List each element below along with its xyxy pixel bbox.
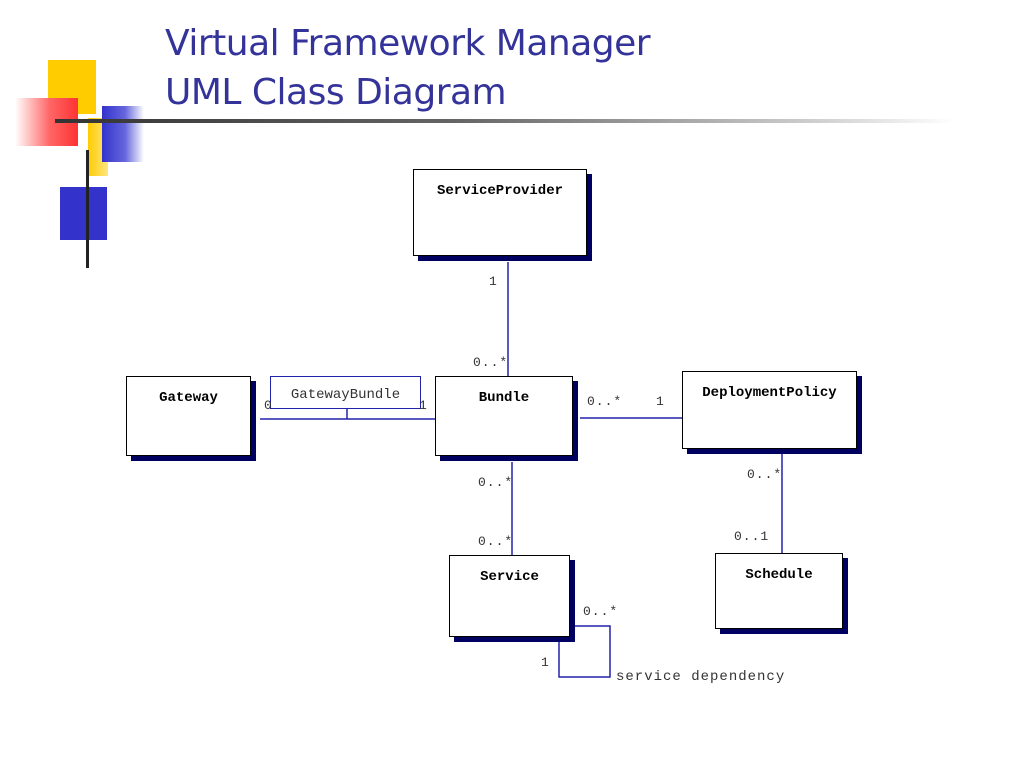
multiplicity-bundle-policy-end: 0..* bbox=[587, 394, 623, 409]
class-schedule[interactable]: Schedule bbox=[715, 553, 843, 629]
title-rule bbox=[55, 119, 955, 123]
decor-vertical-line bbox=[86, 150, 89, 268]
class-name: Service bbox=[480, 569, 539, 585]
multiplicity-policy-end: 1 bbox=[656, 394, 665, 409]
self-association-label: service dependency bbox=[616, 669, 786, 685]
multiplicity-bundle-service-end: 0..* bbox=[478, 475, 514, 490]
class-name: Bundle bbox=[478, 390, 530, 406]
multiplicity-dependency-in: 1 bbox=[541, 655, 550, 670]
class-name: DeploymentPolicy bbox=[702, 385, 837, 401]
multiplicity-dependency-out: 0..* bbox=[583, 604, 619, 619]
slide-subtitle: UML Class Diagram bbox=[165, 72, 507, 113]
class-deploymentpolicy[interactable]: DeploymentPolicy bbox=[682, 371, 857, 449]
multiplicity-policy-schedule-end: 0..* bbox=[747, 467, 783, 482]
service-dependency-loop bbox=[558, 625, 611, 678]
decor-blue-square bbox=[60, 187, 107, 240]
association-class-gatewaybundle[interactable]: GatewayBundle bbox=[270, 376, 421, 409]
class-gateway[interactable]: Gateway bbox=[126, 376, 251, 456]
class-name: ServiceProvider bbox=[436, 183, 564, 199]
multiplicity-schedule-end: 0..1 bbox=[734, 529, 770, 544]
decor-blue-gradient-square bbox=[102, 106, 144, 162]
class-name: Schedule bbox=[745, 567, 813, 583]
class-serviceprovider[interactable]: ServiceProvider bbox=[413, 169, 587, 256]
multiplicity-provider-bundle-end: 0..* bbox=[473, 355, 509, 370]
class-service[interactable]: Service bbox=[449, 555, 570, 637]
slide-title: Virtual Framework Manager bbox=[165, 23, 651, 64]
multiplicity-gateway-bundle-end: 1 bbox=[419, 398, 428, 413]
multiplicity-gateway-end: 0 bbox=[264, 398, 273, 413]
multiplicity-provider-end: 1 bbox=[489, 274, 498, 289]
class-name: Gateway bbox=[159, 390, 218, 406]
class-bundle[interactable]: Bundle bbox=[435, 376, 573, 456]
association-class-name: GatewayBundle bbox=[290, 387, 401, 403]
multiplicity-service-bundle-end: 0..* bbox=[478, 534, 514, 549]
